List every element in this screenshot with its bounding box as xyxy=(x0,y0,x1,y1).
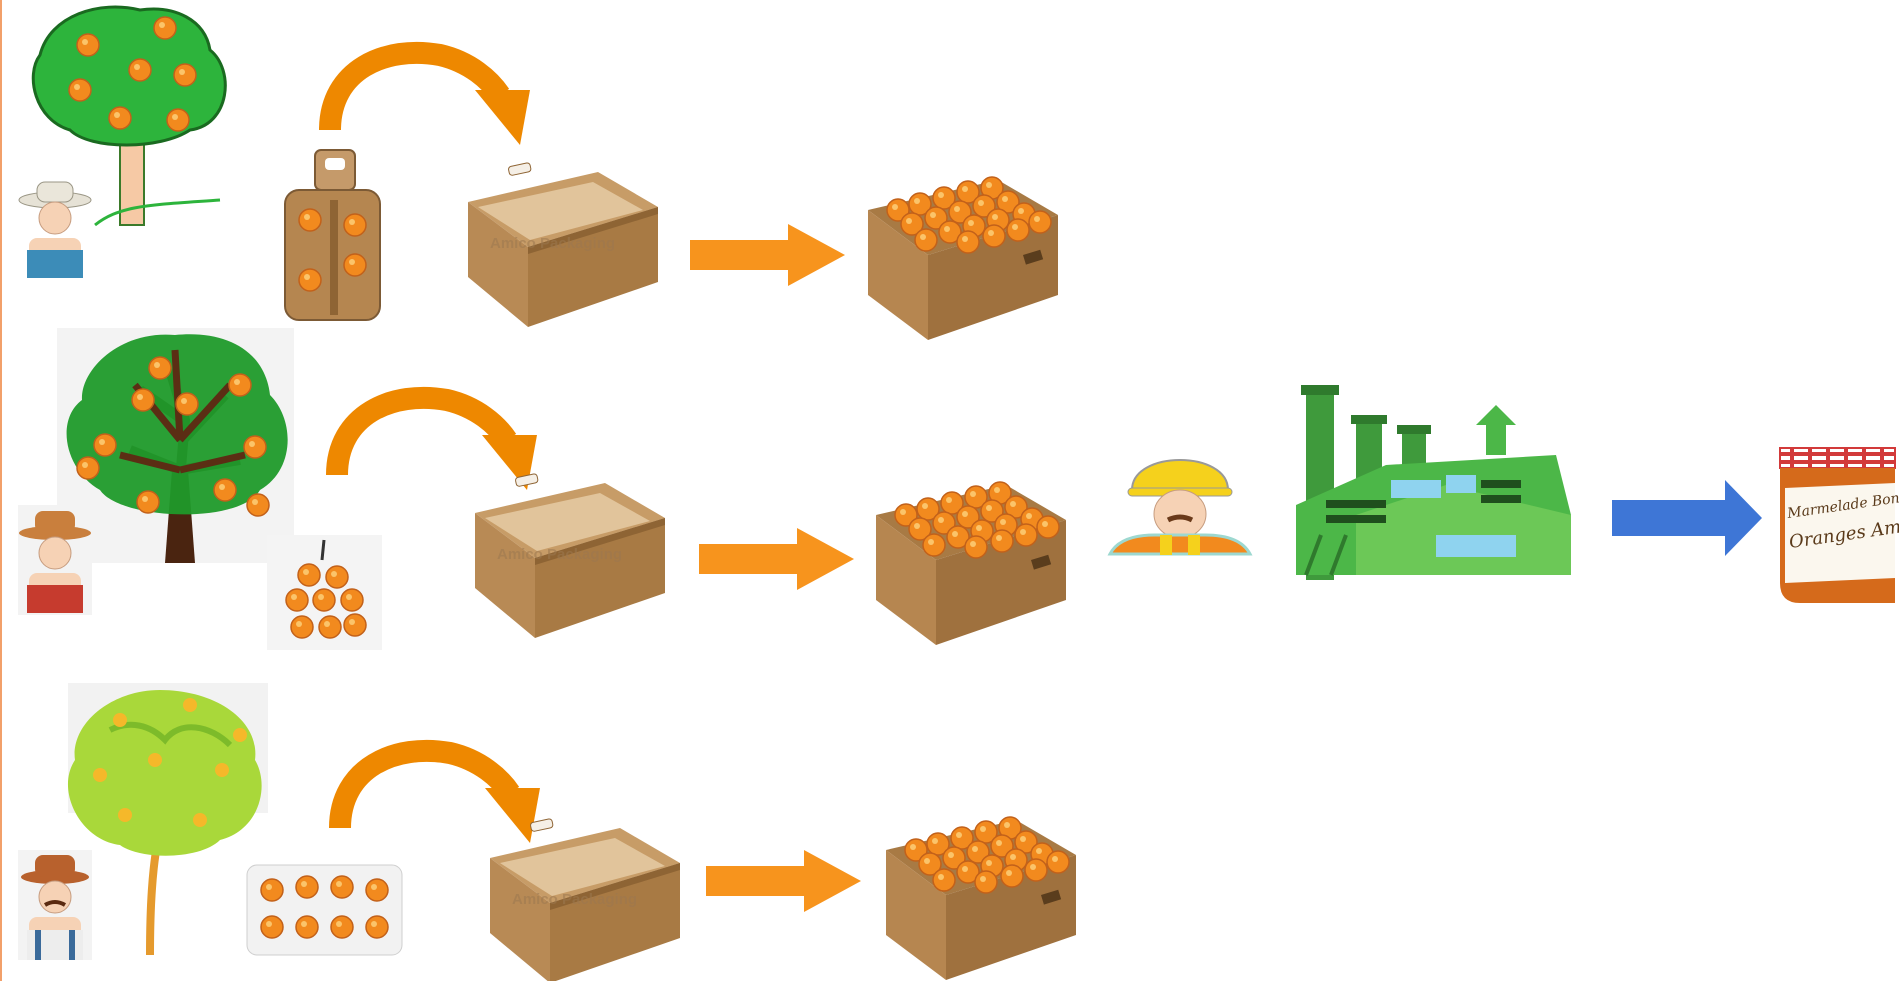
farmer-straw-hat-icon xyxy=(19,182,91,278)
carton-watermark-2: Amico Packaging xyxy=(497,546,622,563)
curved-arrow-1 xyxy=(330,53,530,145)
orange-arrow-1 xyxy=(690,224,845,286)
curved-arrow-2 xyxy=(337,398,537,490)
orange-arrow-2 xyxy=(699,528,854,590)
box-of-oranges-icon-3 xyxy=(886,817,1076,980)
box-of-oranges-icon-2 xyxy=(876,482,1066,645)
row-3: Amico Packaging xyxy=(18,683,1076,981)
green-factory-icon xyxy=(1296,385,1571,580)
empty-carton-1: Amico Packaging xyxy=(468,162,658,327)
row-1: Amico Packaging xyxy=(19,7,1058,340)
farmer-mustache-icon xyxy=(18,850,92,960)
farmer-cowboy-hat-icon xyxy=(18,505,92,615)
carton-watermark-1: Amico Packaging xyxy=(490,235,615,252)
net-bag-oranges-icon xyxy=(267,535,382,650)
carton-watermark-3: Amico Packaging xyxy=(512,891,637,908)
marmalade-jar-icon: Marmelade Bonne Maman Oranges Amères xyxy=(1780,448,1899,603)
curved-arrow-3 xyxy=(340,751,540,843)
box-of-oranges-icon-1 xyxy=(868,177,1058,340)
blue-arrow xyxy=(1612,480,1762,556)
empty-carton-2: Amico Packaging xyxy=(475,473,665,638)
cardboard-carrier-oranges-icon xyxy=(285,150,380,320)
empty-carton-3: Amico Packaging xyxy=(490,818,680,981)
row-2: Amico Packaging xyxy=(18,328,1066,650)
clamshell-tray-oranges-icon xyxy=(247,865,402,955)
young-orange-tree-icon xyxy=(68,683,268,955)
factory-worker-hard-hat-icon xyxy=(1110,460,1250,555)
orange-tree-icon xyxy=(57,328,294,563)
orange-arrow-3 xyxy=(706,850,861,912)
